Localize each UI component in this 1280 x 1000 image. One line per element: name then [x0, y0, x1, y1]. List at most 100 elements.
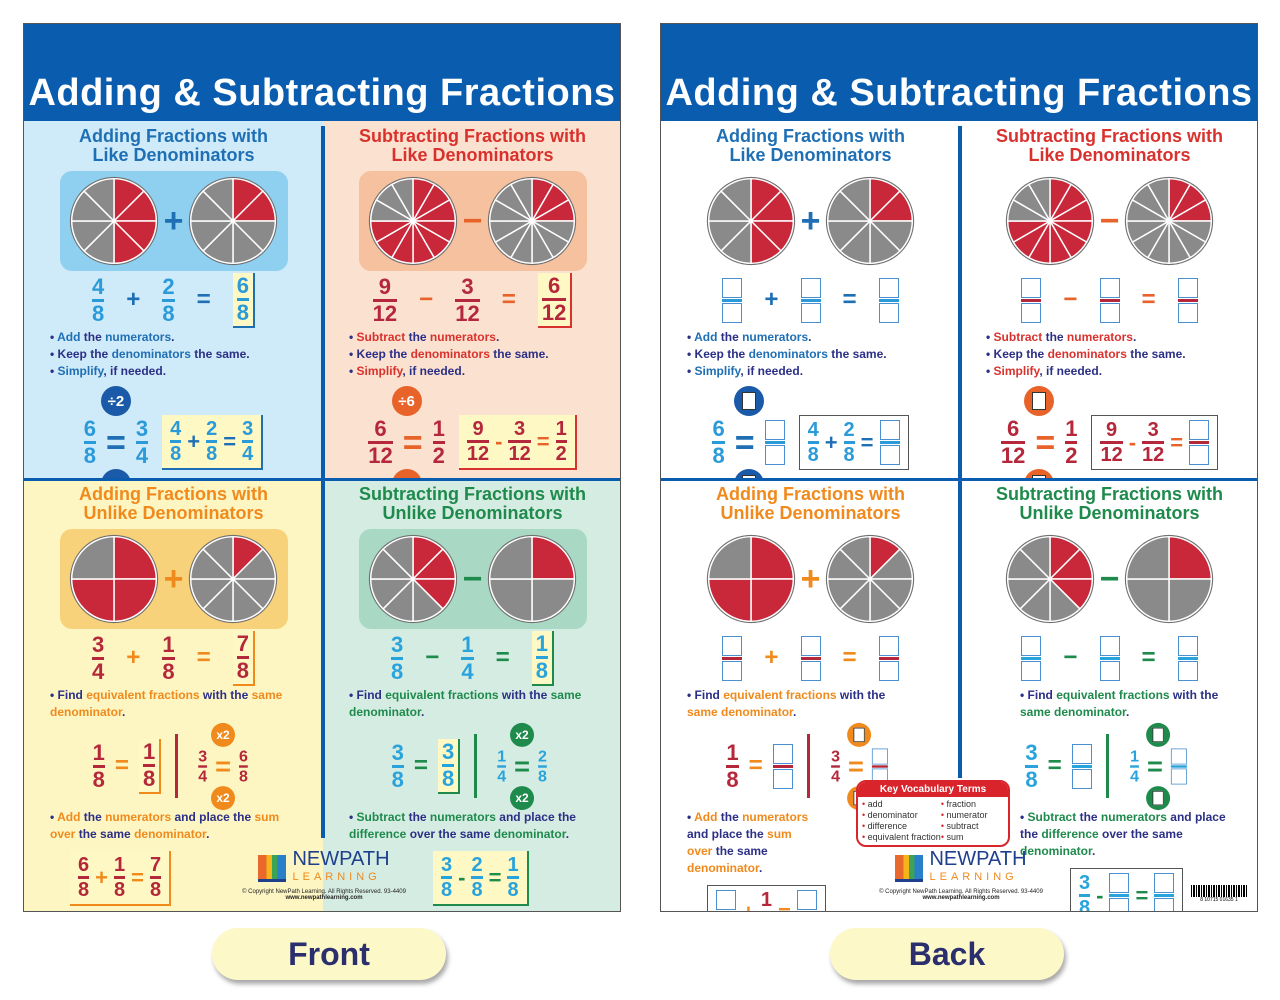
fraction-bar	[878, 656, 899, 660]
divisor-badge: x2	[211, 722, 236, 747]
blank-fraction	[722, 635, 743, 681]
equation-row: −=	[960, 629, 1257, 687]
pizza-icon	[1125, 176, 1214, 266]
highlight-text: same denominator	[687, 705, 794, 719]
numerator: 2	[206, 418, 218, 440]
pizza-icon	[69, 534, 158, 624]
website-url: www.newpathlearning.com	[922, 895, 1000, 901]
pizza-icon	[826, 176, 915, 266]
divisor-badge: ÷2	[100, 386, 131, 416]
empty-slice	[1027, 177, 1051, 224]
title-line: Like Denominators	[92, 145, 255, 165]
operator: -	[1096, 882, 1104, 908]
fraction-bar	[871, 764, 888, 768]
numerator: 6	[78, 854, 90, 876]
numerator: 3	[441, 854, 453, 876]
divider-line	[1105, 734, 1109, 798]
divisor-badge	[1024, 386, 1055, 416]
numerator: 3	[461, 273, 474, 299]
divisor-badge: x2	[510, 722, 535, 747]
text: , if needed.	[402, 364, 466, 378]
operator: =	[536, 428, 550, 454]
bullet-item: Simplify, if needed.	[349, 363, 620, 380]
bullet-item: Subtract the numerators and place the di…	[1020, 809, 1239, 860]
pizza-slice	[749, 535, 794, 580]
text: , if needed.	[740, 364, 804, 378]
front-button[interactable]: Front	[212, 928, 446, 980]
poster-title: Adding & Subtracting Fractions	[661, 24, 1257, 121]
fraction-bar	[143, 763, 156, 767]
denominator-box	[1170, 768, 1187, 784]
numerator: 6	[236, 272, 250, 298]
pizza-icon	[706, 176, 795, 266]
title-line: Unlike Denominators	[1019, 503, 1200, 523]
answer-box: +18=	[707, 885, 826, 911]
title-line: Adding Fractions with	[716, 126, 905, 146]
blank-fraction	[1071, 743, 1092, 789]
denominator: 12	[1142, 444, 1165, 466]
text: Find	[57, 688, 87, 702]
numerator: 3	[1079, 872, 1091, 894]
highlight-text: Simplify	[57, 364, 104, 378]
text: and place the	[495, 810, 576, 824]
vocabulary-term: numerator	[941, 810, 1004, 821]
text: Keep the	[993, 347, 1048, 361]
blank-box	[1032, 392, 1047, 410]
fraction-bar	[507, 876, 519, 879]
text: .	[421, 705, 425, 719]
text: the	[80, 330, 106, 344]
back-button[interactable]: Back	[830, 928, 1064, 980]
divisor-badge: x2	[211, 785, 236, 810]
fraction-bar	[1099, 656, 1120, 660]
equation-row: +=	[661, 629, 960, 687]
denominator-box	[1099, 660, 1120, 681]
pizza-illustration: −	[358, 171, 587, 271]
denominator: 4	[1129, 767, 1139, 785]
numerator: 6	[1006, 416, 1020, 441]
fraction-bar	[497, 764, 507, 768]
denominator-box	[772, 768, 793, 789]
vocabulary-title: Key Vocabulary Terms	[858, 782, 1008, 797]
poster-title: Adding & Subtracting Fractions	[24, 24, 620, 121]
text: the same	[75, 827, 135, 841]
pizza-icon	[1125, 534, 1214, 624]
bullet-list: Subtract the numerators.Keep the denomin…	[960, 329, 1257, 380]
numerator-box	[1177, 635, 1198, 656]
divisor-badge	[733, 469, 764, 479]
highlight-text: Simplify	[356, 364, 403, 378]
highlight-text: denominators	[410, 347, 490, 361]
empty-slice	[839, 177, 872, 223]
operator: +	[800, 202, 821, 240]
blank-fraction	[1177, 635, 1198, 681]
highlight-text: Add	[694, 810, 718, 824]
text: and place the	[687, 827, 768, 841]
operator: =	[842, 285, 857, 313]
denominator-box	[1177, 302, 1198, 323]
numerator: 3	[390, 631, 404, 657]
fraction-bar	[1177, 298, 1198, 302]
pizza-illustration: +	[697, 529, 925, 629]
divisor-badge: ÷6	[391, 386, 422, 416]
simplify-section: ÷268=34÷248+28=34	[24, 386, 323, 479]
denominator: 2	[1065, 443, 1078, 468]
operator: =	[488, 864, 502, 890]
simplify-diagram: ÷268=34÷2	[83, 386, 149, 479]
